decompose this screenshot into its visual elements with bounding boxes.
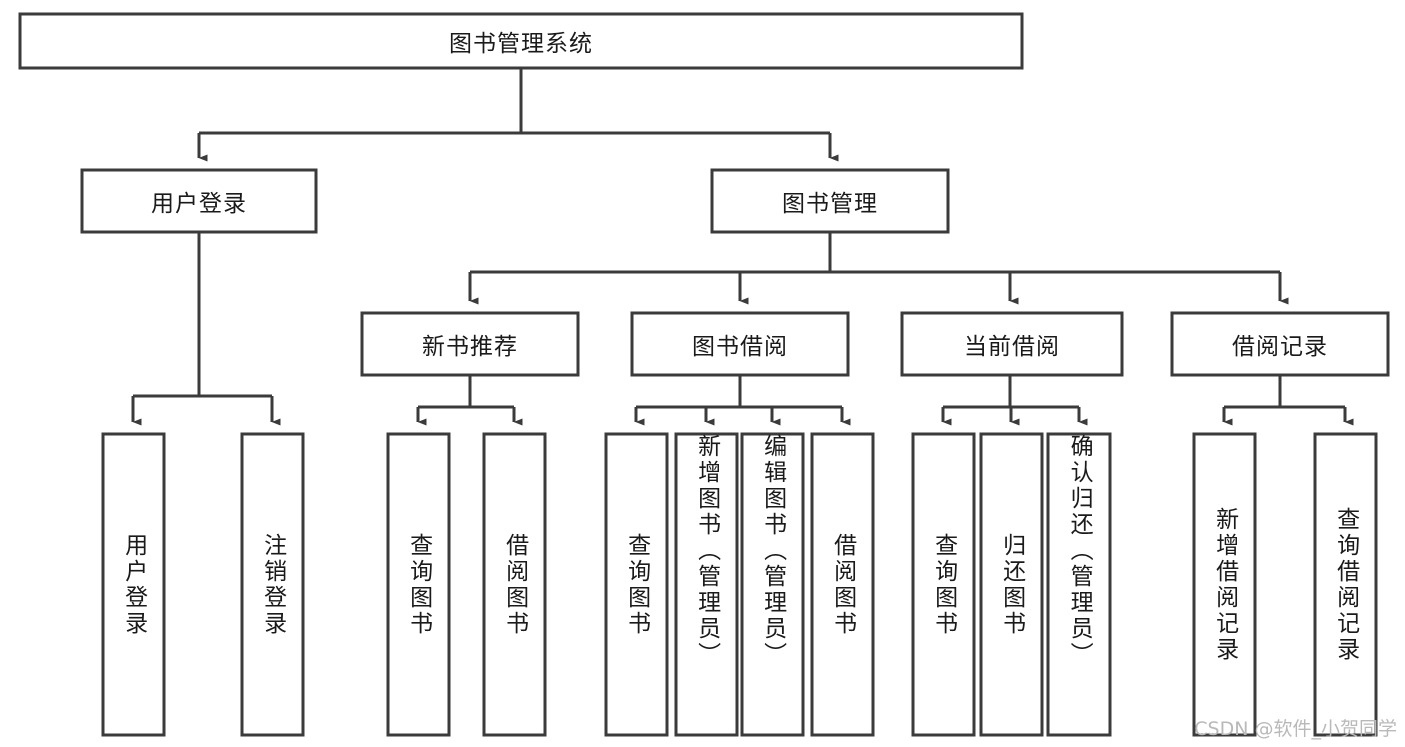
connector-group-borrow-record [1222, 375, 1354, 426]
connector-group-book-manage [468, 232, 1289, 305]
leaf-box-query-record[interactable] [1313, 432, 1378, 737]
node-current-borrowing[interactable] [900, 311, 1124, 377]
leaf-box-borrow-book-bb[interactable] [810, 432, 875, 737]
leaf-box-query-book-nb[interactable] [386, 432, 451, 737]
leaf-box-confirm-return[interactable] [1046, 432, 1112, 737]
leaf-box-return-book[interactable] [979, 432, 1044, 737]
leaf-box-add-record[interactable] [1192, 432, 1257, 737]
node-book-management[interactable] [710, 168, 950, 234]
connector-group-current-borrow [941, 375, 1088, 426]
node-book-borrowing[interactable] [630, 311, 850, 377]
connector-group-new-book [416, 375, 523, 426]
leaf-box-logout[interactable] [240, 432, 305, 737]
leaf-box-borrow-book-nb[interactable] [482, 432, 547, 737]
node-borrowing-record[interactable] [1170, 311, 1390, 377]
node-user-login[interactable] [80, 168, 318, 234]
node-root-book-management-system[interactable] [18, 12, 1024, 70]
leaf-box-add-book-admin[interactable] [674, 432, 739, 737]
leaf-box-query-book-cb[interactable] [911, 432, 976, 737]
connector-group-root [197, 68, 839, 162]
node-new-book-recommendation[interactable] [360, 311, 580, 377]
leaf-box-query-book-bb[interactable] [604, 432, 669, 737]
connector-group-book-borrow [634, 375, 851, 426]
connector-group-user-login [131, 232, 281, 426]
leaf-box-edit-book-admin[interactable] [740, 432, 805, 737]
leaf-box-user-login[interactable] [101, 432, 166, 737]
